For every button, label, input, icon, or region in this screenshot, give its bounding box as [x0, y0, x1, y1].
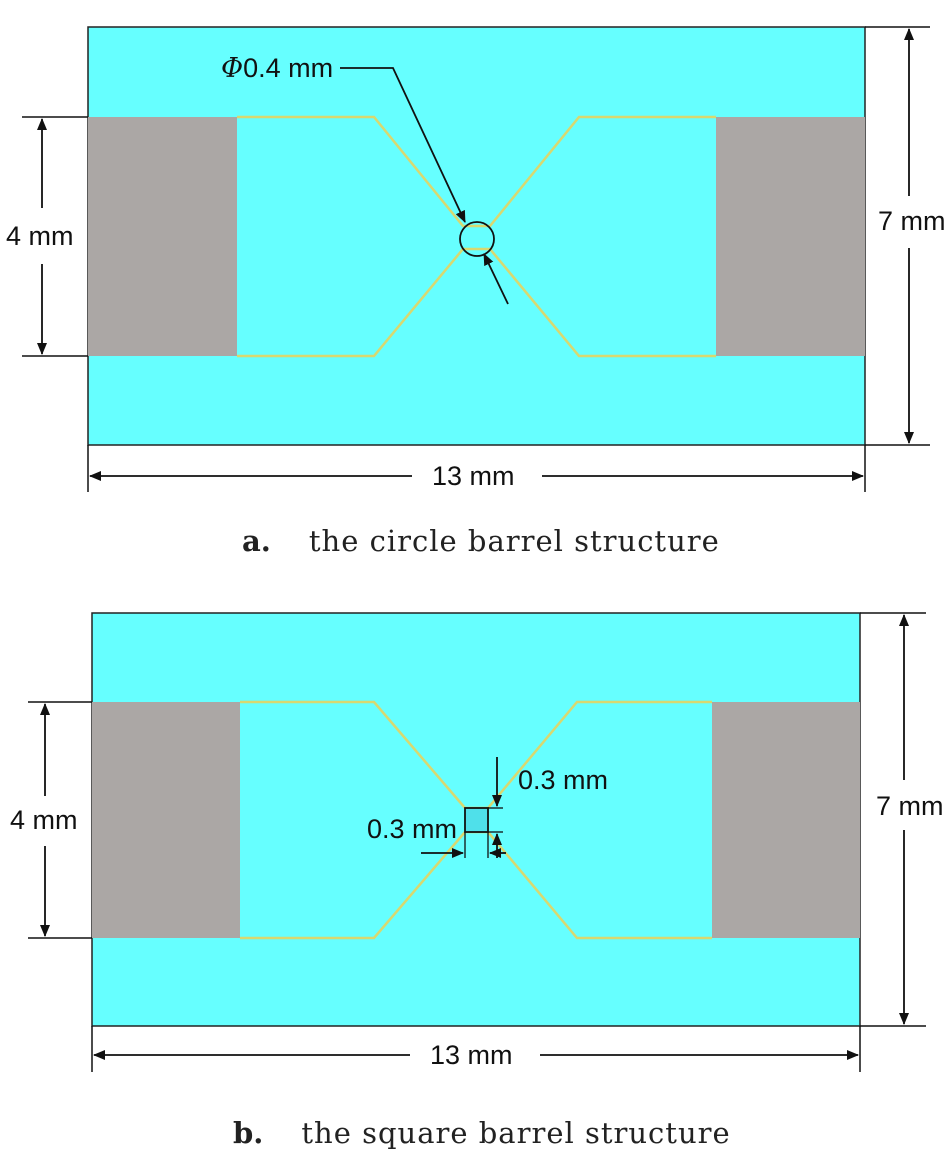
panel-b-height-label: 7 mm — [876, 791, 944, 821]
panel-a: Φ0.4 mm 4 mm 7 mm 13 mm a. the circle bar… — [6, 26, 946, 558]
panel-b-width-label: 13 mm — [430, 1040, 513, 1070]
panel-a-height-label: 7 mm — [878, 206, 946, 236]
panel-b: 0.3 mm 0.3 mm 4 mm 7 mm 13 mm b. the squa… — [10, 612, 944, 1150]
panel-a-barrel-trace — [237, 115, 716, 358]
panel-b-square-label-vertical: 0.3 mm — [518, 765, 608, 795]
panel-b-left-electrode — [92, 702, 240, 938]
panel-b-electrode-label: 4 mm — [10, 805, 78, 835]
panel-a-caption-text: the circle barrel structure — [309, 524, 720, 558]
panel-a-right-electrode — [716, 117, 865, 356]
panel-a-caption: a. the circle barrel structure — [242, 524, 720, 558]
panel-b-caption: b. the square barrel structure — [233, 1116, 731, 1150]
panel-b-caption-letter: b. — [233, 1116, 263, 1150]
panel-a-diameter-leader — [340, 67, 466, 223]
panel-a-electrode-label: 4 mm — [6, 221, 74, 251]
panel-b-square-barrel — [464, 807, 489, 833]
panel-a-diameter-arrow-bottom — [483, 253, 509, 305]
panel-a-left-electrode — [88, 117, 237, 356]
panel-b-right-electrode — [712, 702, 860, 938]
panel-a-caption-letter: a. — [242, 524, 271, 558]
panel-a-width-label: 13 mm — [432, 461, 515, 491]
panel-a-diameter-label: Φ0.4 mm — [221, 53, 333, 84]
panel-b-square-label-horizontal: 0.3 mm — [367, 814, 457, 844]
panel-b-caption-text: the square barrel structure — [301, 1116, 730, 1150]
panel-a-circle-barrel — [459, 221, 495, 257]
